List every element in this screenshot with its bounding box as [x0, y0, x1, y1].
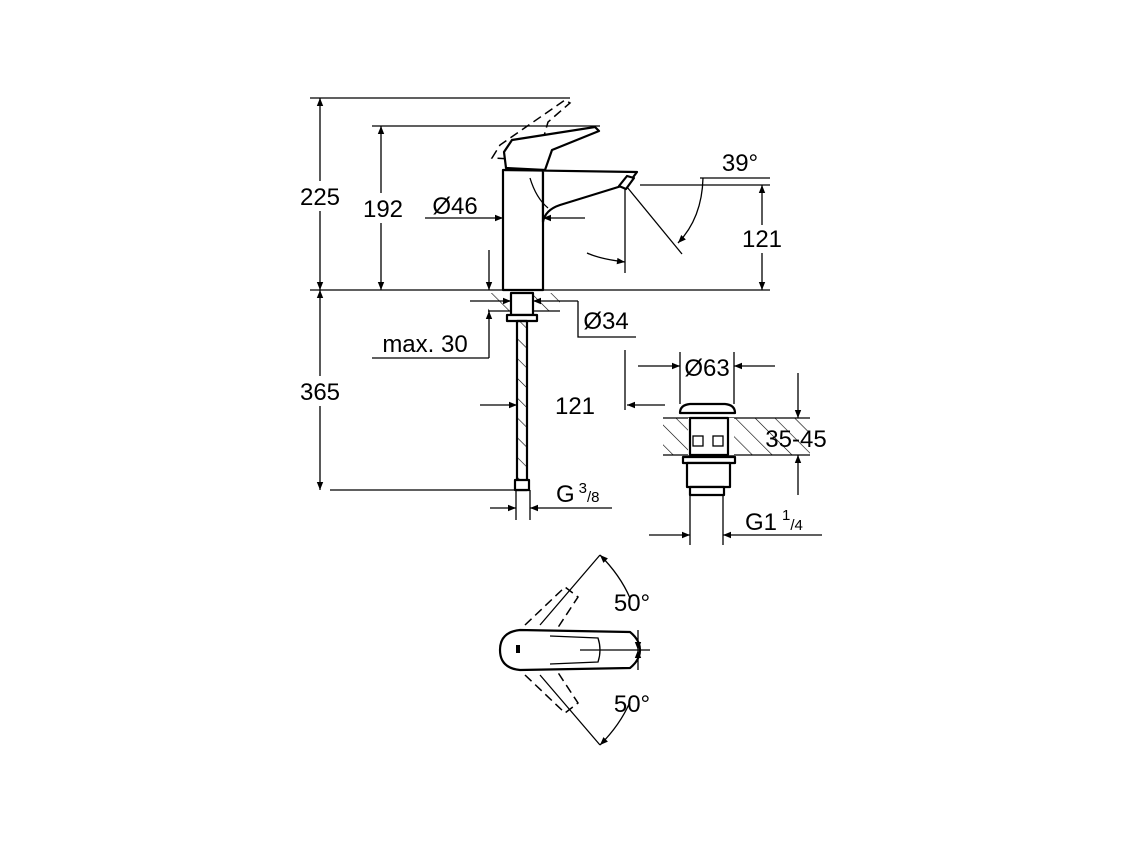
- dim-hose-length: 365: [300, 379, 340, 406]
- dim-swivel-angle: 39°: [722, 150, 758, 177]
- dim-rotation-right: 50°: [614, 691, 650, 718]
- dim-max-thickness: max. 30: [382, 331, 467, 358]
- dim-spout-height: 121: [742, 226, 782, 253]
- pop-up-waste: [663, 402, 810, 545]
- dim-basin-thickness: 35-45: [765, 426, 826, 453]
- dim-total-height: 225: [300, 184, 340, 211]
- dim-spout-reach: 121: [555, 393, 595, 420]
- dim-rotation-left: 50°: [614, 590, 650, 617]
- mounting-assembly: [488, 291, 560, 520]
- dim-hole-diameter: Ø34: [583, 308, 628, 335]
- dim-waste-diameter: Ø63: [684, 355, 729, 382]
- dim-handle-height: 192: [363, 196, 403, 223]
- faucet-side-view: [310, 97, 770, 292]
- dim-body-diameter: Ø46: [432, 193, 477, 220]
